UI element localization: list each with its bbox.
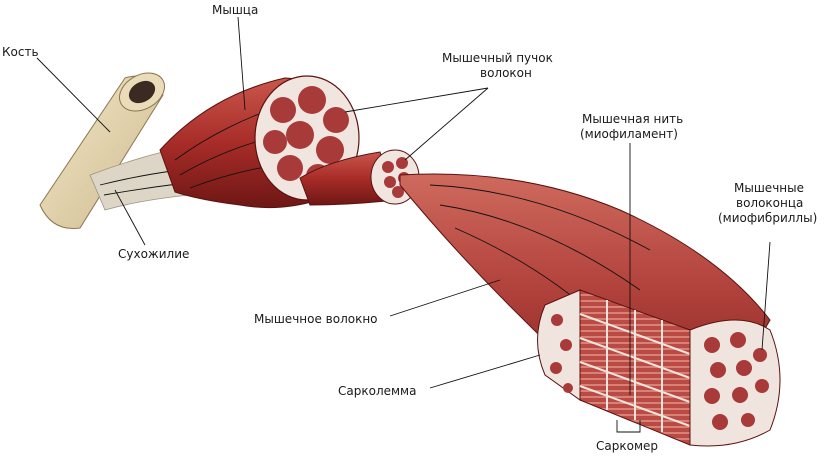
- label-muscle: Мышца: [212, 3, 258, 17]
- label-myofibrils-2: волоконца: [736, 196, 803, 210]
- label-fascicle-1: Мышечный пучок: [442, 51, 553, 65]
- label-sarcolemma: Сарколемма: [338, 384, 416, 398]
- myofibril-block: [537, 289, 781, 447]
- label-myofibrils-1: Мышечные: [734, 181, 804, 195]
- label-myofilament-1: Мышечная нить: [582, 112, 683, 126]
- label-sarcomere: Саркомер: [596, 439, 658, 453]
- label-fiber: Мышечное волокно: [254, 312, 378, 326]
- label-myofilament-2: (миофиламент): [580, 127, 678, 141]
- label-myofibrils-3: (миофибриллы): [718, 211, 817, 225]
- bone: [39, 72, 165, 230]
- label-tendon: Сухожилие: [118, 247, 189, 261]
- label-fascicle-2: волокон: [480, 66, 532, 80]
- label-bone: Кость: [2, 45, 39, 59]
- leader-lines: [36, 16, 771, 433]
